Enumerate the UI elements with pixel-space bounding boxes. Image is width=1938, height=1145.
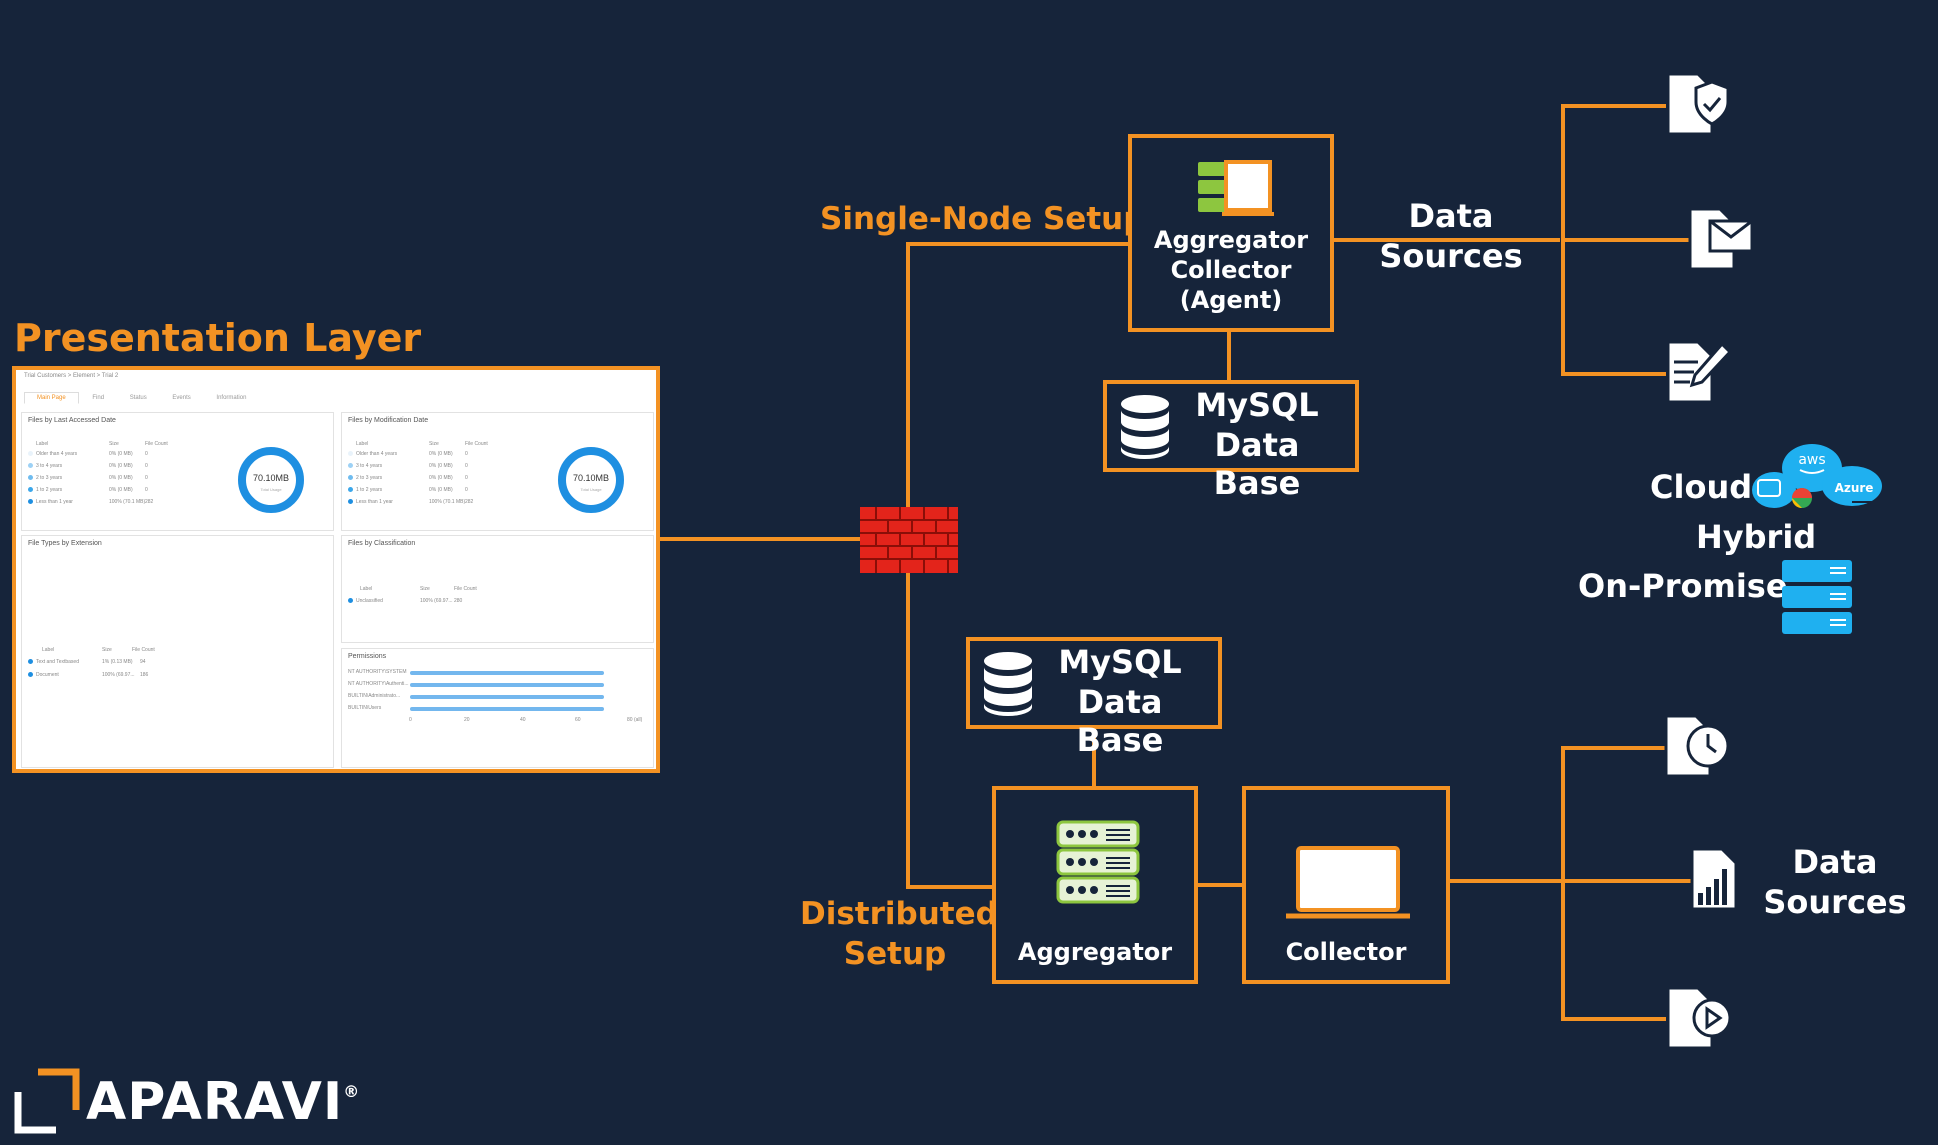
breadcrumb-item[interactable]: Trial 2 — [101, 373, 119, 379]
dashboard-screenshot: Trial Customers > Element > Trial 2 Main… — [12, 366, 660, 773]
shield-document-icon — [1666, 72, 1730, 136]
server-stack-icon — [1056, 820, 1140, 904]
single-node-heading: Single-Node Setup — [820, 201, 1146, 237]
db-line-1: MySQL — [1195, 386, 1319, 424]
tab-find[interactable]: Find — [92, 395, 105, 401]
clock-document-icon — [1664, 714, 1730, 778]
aws-logo-text: aws — [1798, 452, 1825, 468]
agent-box-line-3: (Agent) — [1179, 286, 1283, 314]
permission-bar — [410, 671, 605, 675]
usage-donut-chart: 70.10MB Total Usage — [238, 447, 304, 513]
brand-name: APARAVI® — [86, 1072, 361, 1132]
usage-donut-chart: 70.10MB Total Usage — [558, 447, 624, 513]
database-icon — [1121, 395, 1169, 459]
db-line-2: Data Base — [1213, 426, 1301, 502]
laptop-icon — [1286, 846, 1410, 919]
panel-title: Files by Classification — [348, 540, 416, 547]
presentation-layer-title: Presentation Layer — [14, 316, 422, 360]
panel-title: Files by Modification Date — [348, 417, 429, 424]
mail-document-icon — [1688, 207, 1754, 271]
tab-events[interactable]: Events — [172, 395, 191, 401]
registered-mark: ® — [343, 1082, 361, 1101]
collector-box: Collector — [1242, 786, 1450, 984]
permission-bar — [410, 707, 605, 711]
tab-status[interactable]: Status — [129, 395, 147, 401]
data-sources-label: Data Sources — [1379, 197, 1523, 275]
aggregator-label: Aggregator — [1017, 938, 1173, 966]
panel-title: Files by Last Accessed Date — [28, 417, 116, 424]
single-node-db-box: MySQL Data Base — [1103, 380, 1359, 502]
play-document-icon — [1666, 986, 1732, 1050]
panel-permissions: Permissions NT AUTHORITY\SYSTEM NT AUTHO… — [341, 648, 654, 768]
server-laptop-icon — [1198, 160, 1274, 216]
cloud-providers-icon: aws Azure — [1752, 444, 1886, 508]
breadcrumb-item[interactable]: Element — [72, 373, 95, 379]
on-premise-label: On-Promise — [1578, 567, 1788, 605]
chart-document-icon — [1690, 847, 1738, 911]
agent-box-line-1: Aggregator — [1153, 226, 1309, 254]
on-premise-server-icon — [1782, 560, 1852, 634]
breadcrumb: Trial Customers > Element > Trial 2 — [24, 373, 119, 379]
edit-document-icon — [1666, 340, 1733, 404]
panel-modification-date: Files by Modification Date Label Size Fi… — [341, 412, 654, 531]
panel-file-types: File Types by Extension Label Size File … — [21, 535, 334, 768]
hybrid-label: Hybrid — [1696, 518, 1817, 556]
azure-logo-text: Azure — [1835, 481, 1874, 495]
tab-bar: Main Page Find Status Events Information — [24, 392, 258, 406]
agent-box-line-2: Collector — [1170, 256, 1292, 284]
panel-classification: Files by Classification Label Size File … — [341, 535, 654, 643]
db-line-1: MySQL — [1058, 643, 1182, 681]
panel-title: File Types by Extension — [28, 540, 102, 547]
total-usage-value: 70.10MB — [572, 473, 610, 483]
panel-last-accessed: Files by Last Accessed Date Label Size F… — [21, 412, 334, 531]
distributed-heading: Distributed Setup — [800, 896, 998, 972]
permission-bar — [410, 695, 605, 699]
data-sources-label: Data Sources — [1763, 843, 1907, 921]
permission-bar — [410, 683, 605, 687]
breadcrumb-item[interactable]: Trial Customers — [24, 373, 67, 379]
database-icon — [984, 652, 1032, 716]
db-line-2: Data Base — [1076, 683, 1164, 759]
firewall-icon — [860, 507, 958, 573]
aparavi-logo-icon — [14, 1068, 80, 1134]
cloud-label: Cloud — [1650, 468, 1753, 506]
tab-information[interactable]: Information — [216, 395, 247, 401]
distributed-db-box: MySQL Data Base — [966, 637, 1222, 759]
tab-main-page[interactable]: Main Page — [24, 392, 79, 404]
collector-label: Collector — [1285, 938, 1407, 966]
agent-box: Aggregator Collector (Agent) — [1128, 134, 1334, 332]
panel-title: Permissions — [348, 653, 387, 660]
aggregator-box: Aggregator — [992, 786, 1198, 984]
total-usage-value: 70.10MB — [252, 473, 290, 483]
